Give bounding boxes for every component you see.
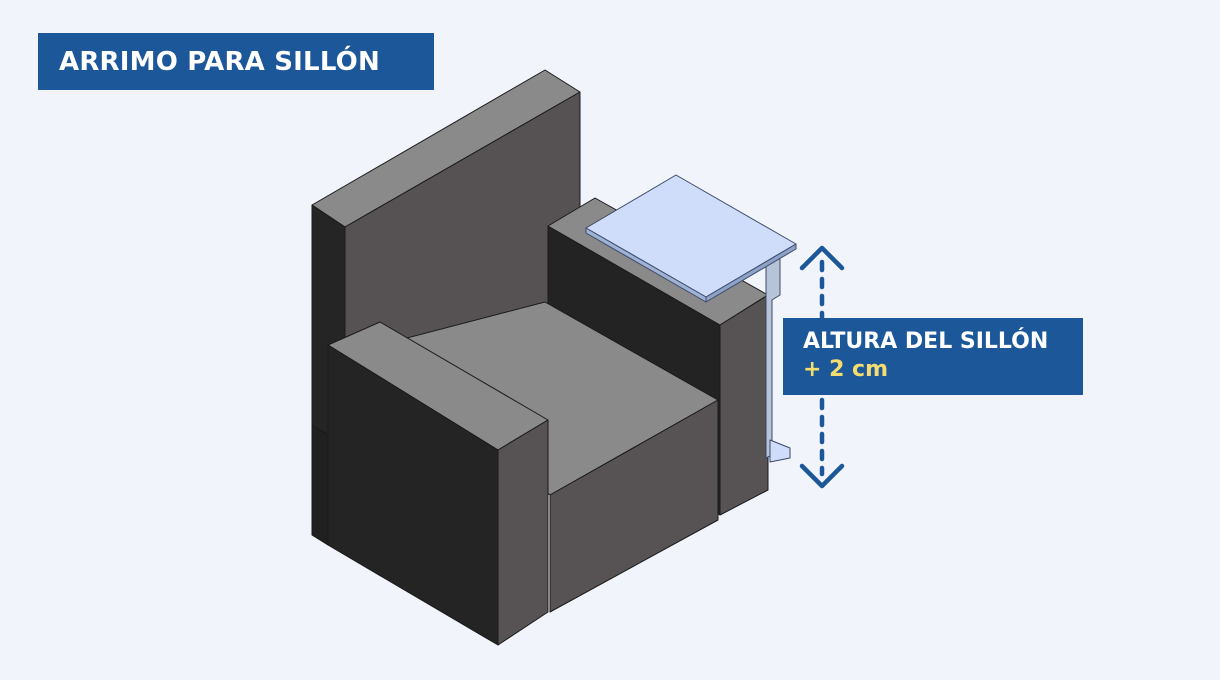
side-table-top-edge-side — [705, 243, 797, 303]
arrow-head-down-icon — [799, 463, 845, 489]
left-armrest — [311, 321, 549, 646]
height-label-text: ALTURA DEL SILLÓN — [803, 329, 1049, 354]
title-text: ARRIMO PARA SILLÓN — [59, 46, 380, 77]
side-table-leg — [765, 249, 781, 459]
seat-front — [549, 399, 719, 613]
side-table — [585, 174, 797, 463]
height-arrow — [799, 245, 845, 489]
height-label: ALTURA DEL SILLÓN + 2 cm — [783, 318, 1083, 395]
title-badge: ARRIMO PARA SILLÓN — [38, 33, 434, 90]
arrow-head-up-icon — [799, 245, 845, 271]
height-offset-text: + 2 cm — [803, 357, 889, 382]
chair-base-left — [311, 424, 329, 546]
side-table-base — [769, 439, 791, 463]
left-armrest-front — [497, 419, 549, 646]
right-armrest-outer — [719, 294, 769, 516]
